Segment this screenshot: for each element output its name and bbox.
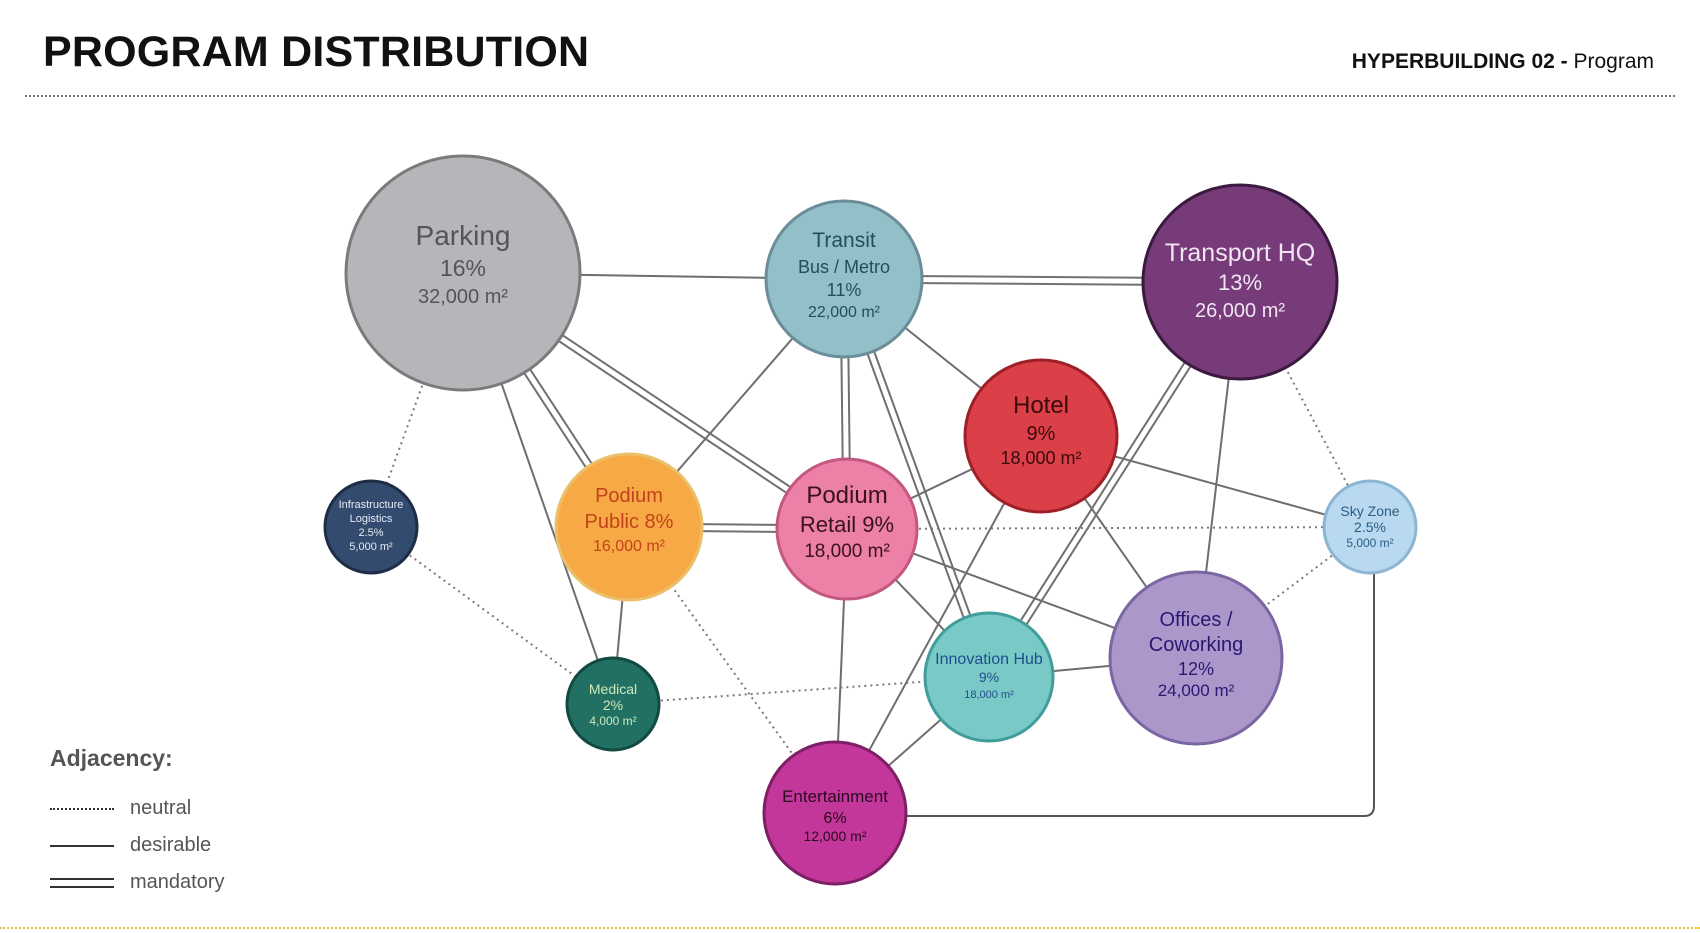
parking-label-1: Parking (416, 220, 511, 251)
edge-transport-hq-sky-zone-neutral (1239, 281, 1371, 528)
footer-divider (0, 927, 1700, 933)
node-entertainment: Entertainment 6%12,000 m² (762, 740, 908, 886)
innovation-label-1: Innovation Hub (935, 651, 1043, 668)
solid-line-swatch (50, 844, 114, 847)
node-parking: Parking 16% 32,000 m² (344, 154, 582, 392)
sky-zone-label-1: Sky Zone (1340, 503, 1399, 519)
transit-label-1: Transit (812, 229, 876, 252)
transport-hq-label-3: 26,000 m² (1195, 300, 1285, 322)
legend-item-neutral: neutral (50, 790, 225, 827)
page-title: PROGRAM DISTRIBUTION (43, 28, 590, 76)
medical-label-3: 4,000 m² (589, 714, 636, 728)
infrastructure-label-3: 2.5% (358, 527, 383, 539)
parking-label-2: 16% (440, 255, 486, 281)
page-subtitle: HYPERBUILDING 02 - Program (1352, 50, 1654, 74)
node-hotel: Hotel 9% 18,000 m² (963, 358, 1119, 514)
innovation-label-2: 9% (979, 669, 999, 685)
node-offices: Offices / Coworking 12% 24,000 m² (1108, 570, 1284, 746)
hotel-label-3: 18,000 m² (1000, 448, 1081, 468)
podium-public-label-3: 16,000 m² (593, 538, 666, 555)
entertainment-label-1: Entertainment (782, 787, 888, 806)
transit-label-2: Bus / Metro (798, 257, 890, 277)
hotel-label-2: 9% (1027, 423, 1056, 445)
edge-sky-zone-entertainment-desirable (906, 571, 1375, 817)
offices-circle (1108, 570, 1284, 746)
podium-retail-label-2: Retail 9% (800, 512, 894, 537)
legend-label-desirable: desirable (130, 834, 212, 856)
sky-zone-circle (1322, 479, 1418, 575)
edge-podium-retail-sky-zone-neutral (846, 526, 1371, 530)
legend-item-mandatory: mandatory (50, 864, 225, 901)
medical-label-2: 2% (603, 697, 623, 713)
parking-label-3: 32,000 m² (418, 286, 508, 308)
hotel-label-1: Hotel (1013, 392, 1069, 419)
infrastructure-label-4: 5,000 m² (349, 541, 393, 553)
legend-item-desirable: desirable (50, 827, 225, 864)
podium-retail-label-1: Podium (806, 482, 887, 509)
offices-label-4: 24,000 m² (1158, 681, 1235, 700)
edge-infrastructure-medical-neutral (370, 526, 614, 705)
hotel-circle (963, 358, 1119, 514)
medical-label-1: Medical (589, 681, 637, 697)
podium-retail-circle (775, 457, 919, 601)
transit-label-3: 11% (827, 280, 862, 300)
subtitle-bold: HYPERBUILDING 02 - (1351, 50, 1568, 73)
infrastructure-label-1: Infrastructure (339, 499, 404, 511)
legend-label-mandatory: mandatory (130, 871, 225, 893)
podium-public-label-2: Public 8% (585, 511, 674, 533)
offices-label-2: Coworking (1149, 634, 1243, 656)
legend-label-neutral: neutral (130, 797, 192, 819)
podium-public-circle (554, 452, 704, 602)
entertainment-label-3: 12,000 m² (803, 828, 866, 844)
transport-hq-circle (1141, 183, 1339, 381)
transport-hq-label-1: Transport HQ (1165, 239, 1316, 267)
medical-circle (565, 656, 661, 752)
node-transport-hq: Transport HQ 13% 26,000 m² (1141, 183, 1339, 381)
transit-circle (764, 199, 924, 359)
legend-title: Adjacency: (50, 745, 173, 771)
parking-circle (344, 154, 582, 392)
offices-label-3: 12% (1178, 659, 1214, 679)
entertainment-circle (762, 740, 908, 886)
transit-label-4: 22,000 m² (808, 304, 881, 321)
sky-zone-label-3: 5,000 m² (1346, 536, 1393, 550)
sky-zone-label-2: 2.5% (1354, 519, 1386, 535)
podium-public-label-1: Podium (595, 485, 663, 507)
innovation-label-3: 18,000 m² (964, 689, 1014, 701)
transport-hq-label-2: 13% (1218, 270, 1262, 295)
double-line-swatch (50, 877, 114, 888)
podium-retail-label-3: 18,000 m² (804, 541, 890, 562)
header-divider (25, 95, 1675, 97)
innovation-circle (923, 611, 1055, 743)
dotted-line-swatch (50, 807, 114, 810)
infrastructure-circle (323, 479, 419, 575)
entertainment-label-2: 6% (823, 810, 846, 827)
subtitle-rest: Program (1567, 50, 1654, 73)
infrastructure-label-2: Logistics (350, 513, 393, 525)
adjacency-legend: Adjacency: neutral desirable mandatory (50, 745, 225, 901)
offices-label-1: Offices / (1160, 609, 1233, 631)
